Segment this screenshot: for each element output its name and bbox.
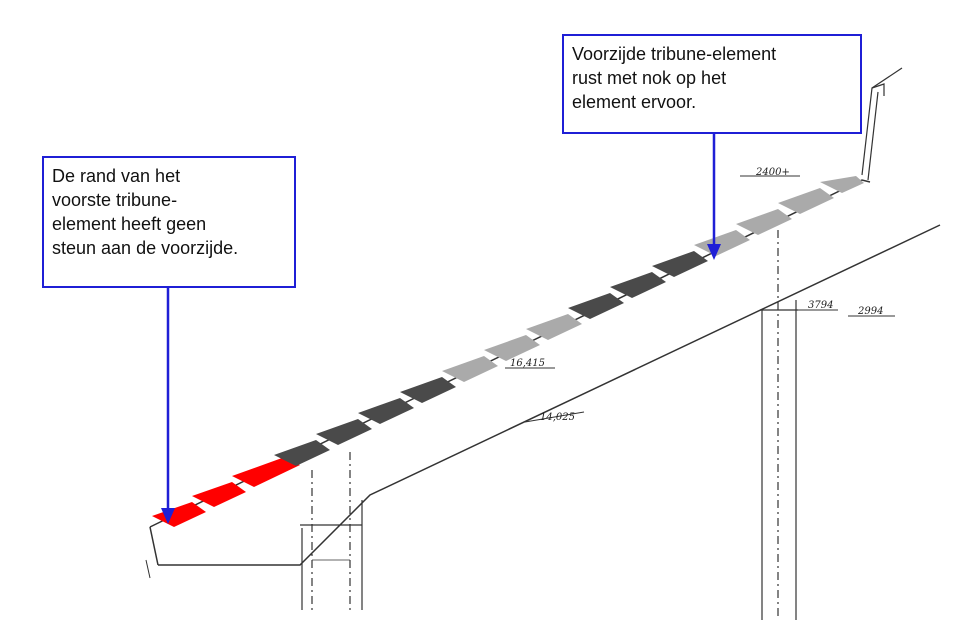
right-column (760, 230, 798, 620)
dimension-label-3: 2994 (857, 306, 883, 317)
dimension-label-4: 16,415 (510, 358, 545, 369)
tribune-step-dark-1 (274, 440, 330, 466)
tribune-step-light-2 (484, 335, 540, 361)
tribune-step-dark-5 (568, 293, 624, 319)
tribune-step-red-3 (232, 458, 300, 487)
tribune-step-light-4 (694, 230, 750, 256)
dimension-label-2: 3794 (808, 300, 833, 311)
dimension-label-1: 2400+ (755, 167, 790, 178)
dimension-leaders (505, 175, 895, 423)
callout-front-edge-note: De rand van het voorste tribune- element… (42, 156, 296, 288)
tribune-step-light-6 (778, 188, 834, 214)
tribune-step-dark-4 (400, 377, 456, 403)
tribune-step-light-5 (736, 209, 792, 235)
tribune-step-light-1 (442, 356, 498, 382)
tribune-step-dark-7 (652, 251, 708, 277)
tribune-step-light-7 (820, 176, 864, 193)
tribune-step-red-2 (192, 482, 246, 507)
tribune-step-red-1 (152, 502, 206, 527)
left-column (300, 452, 363, 610)
top-railing (861, 67, 903, 181)
callout-nose-support-note: Voorzijde tribune-element rust met nok o… (562, 34, 862, 134)
tribune-steps (152, 176, 864, 527)
tribune-step-dark-6 (610, 272, 666, 298)
tribune-step-dark-2 (316, 419, 372, 445)
dimension-label-5: 14,025 (540, 412, 575, 423)
tribune-step-light-3 (526, 314, 582, 340)
callout-arrows (161, 134, 721, 524)
tribune-step-dark-3 (358, 398, 414, 424)
